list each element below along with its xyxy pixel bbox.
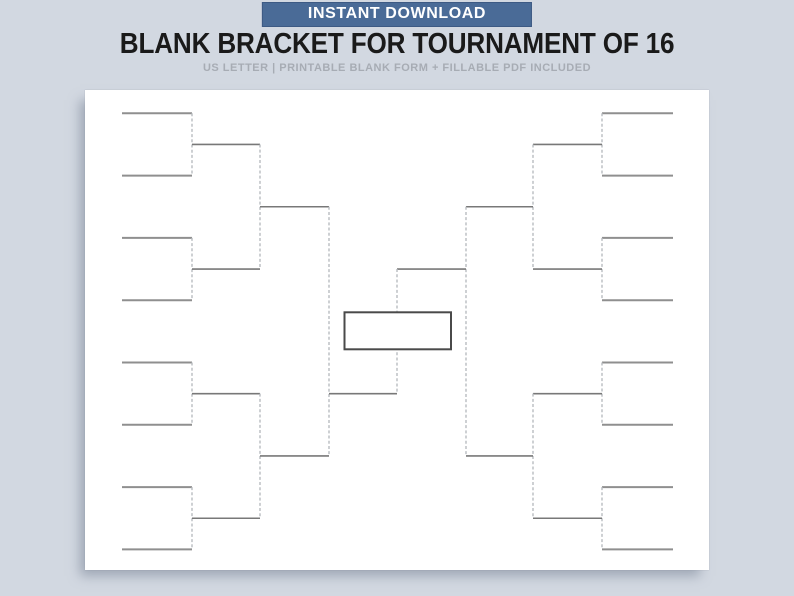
bracket-sheet — [85, 90, 709, 570]
instant-download-badge: INSTANT DOWNLOAD — [261, 2, 533, 27]
badge-label: INSTANT DOWNLOAD — [307, 5, 487, 22]
page-title: BLANK BRACKET FOR TOURNAMENT OF 16 — [0, 29, 794, 59]
bracket-svg — [122, 112, 673, 551]
champion-box — [343, 311, 452, 351]
page-title-text: BLANK BRACKET FOR TOURNAMENT OF 16 — [119, 28, 675, 60]
subtitle-text: US LETTER | PRINTABLE BLANK FORM + FILLA… — [202, 62, 592, 74]
